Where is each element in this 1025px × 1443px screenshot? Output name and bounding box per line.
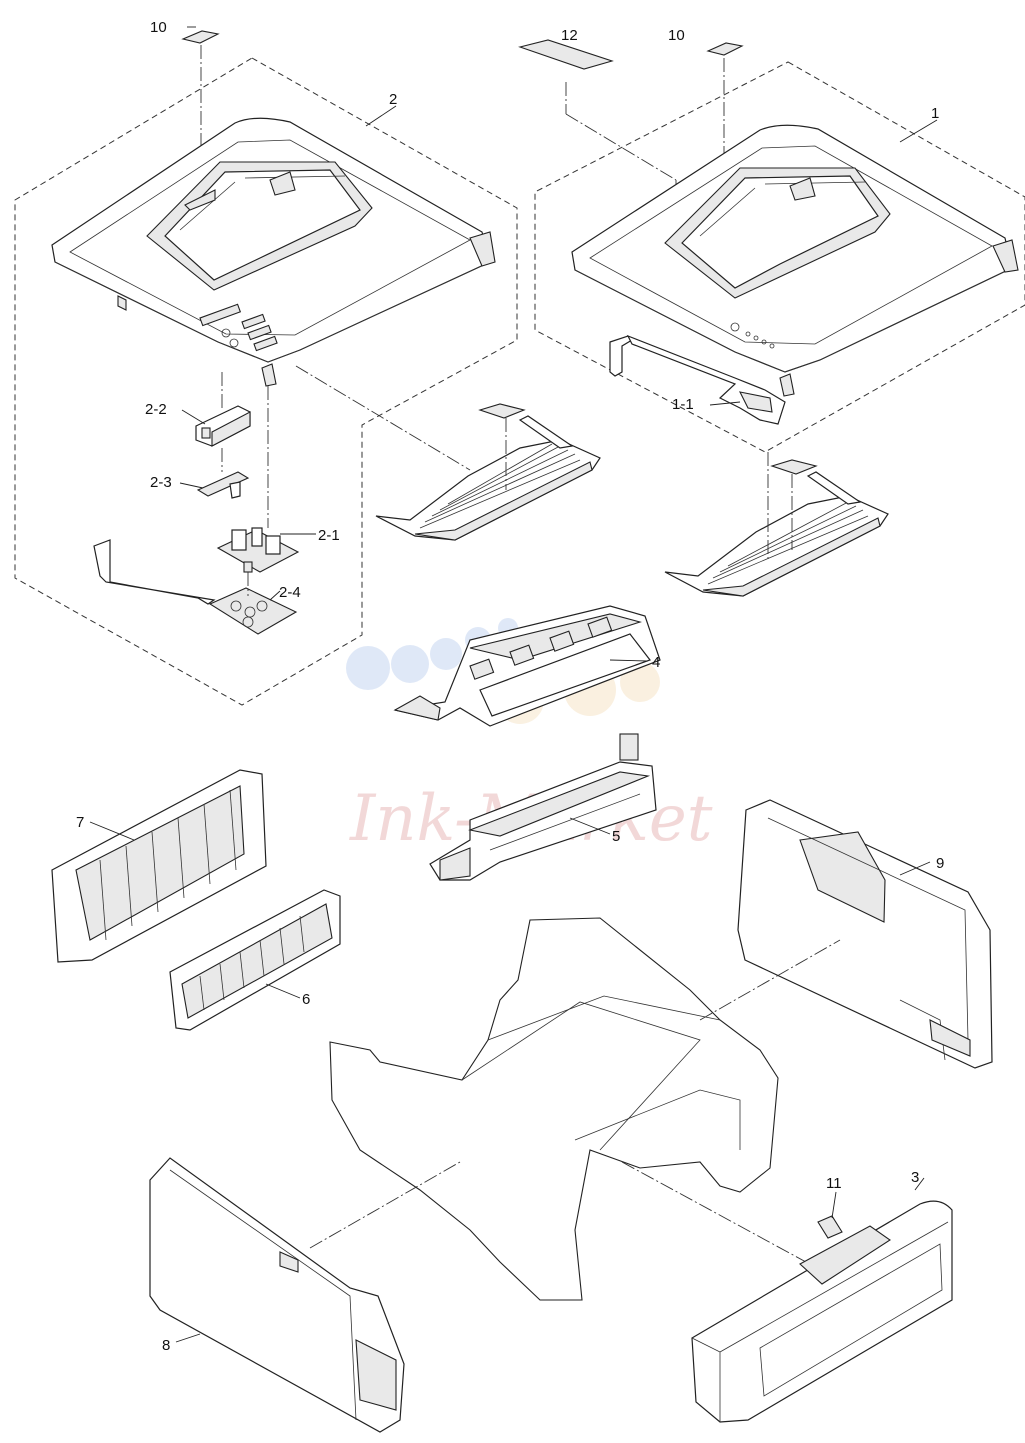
callout-2-3: 2-3 <box>150 474 172 491</box>
output-tray-center <box>375 403 601 541</box>
callout-4: 4 <box>652 654 660 671</box>
part-2-1 <box>216 527 300 573</box>
callout-2-4: 2-4 <box>279 584 301 601</box>
callout-2-1: 2-1 <box>318 527 340 544</box>
part-2-2 <box>195 405 251 447</box>
part-2-3 <box>196 471 250 499</box>
callout-7: 7 <box>76 814 84 831</box>
output-tray-right <box>664 459 889 597</box>
part-7 <box>51 769 267 963</box>
callout-5: 5 <box>612 828 620 845</box>
label-11 <box>817 1215 843 1239</box>
top-cover-2 <box>51 117 496 387</box>
callout-11: 11 <box>826 1175 842 1192</box>
callout-3: 3 <box>911 1169 919 1186</box>
callout-1-1: 1-1 <box>672 396 694 413</box>
label-10-right <box>706 42 744 56</box>
bracket-1-1 <box>609 334 786 425</box>
callout-9: 9 <box>936 855 944 872</box>
callout-6: 6 <box>302 991 310 1008</box>
callout-10-right: 10 <box>668 27 685 44</box>
callout-2: 2 <box>389 91 397 108</box>
label-12 <box>518 39 614 70</box>
part-8 <box>149 1157 405 1433</box>
part-4 <box>393 605 661 727</box>
top-cover-1 <box>571 124 1019 397</box>
callout-12: 12 <box>561 27 578 44</box>
group-box-2 <box>14 57 518 706</box>
callout-2-2: 2-2 <box>145 401 167 418</box>
label-10-left <box>181 30 220 44</box>
part-3 <box>691 1200 953 1423</box>
callout-10-left: 10 <box>150 19 167 36</box>
callout-1: 1 <box>931 105 939 122</box>
part-9 <box>737 799 993 1069</box>
part-6 <box>169 889 341 1031</box>
part-5 <box>429 733 657 881</box>
part-2-4 <box>93 539 298 635</box>
main-frame-outline <box>329 917 779 1301</box>
callout-8: 8 <box>162 1337 170 1354</box>
